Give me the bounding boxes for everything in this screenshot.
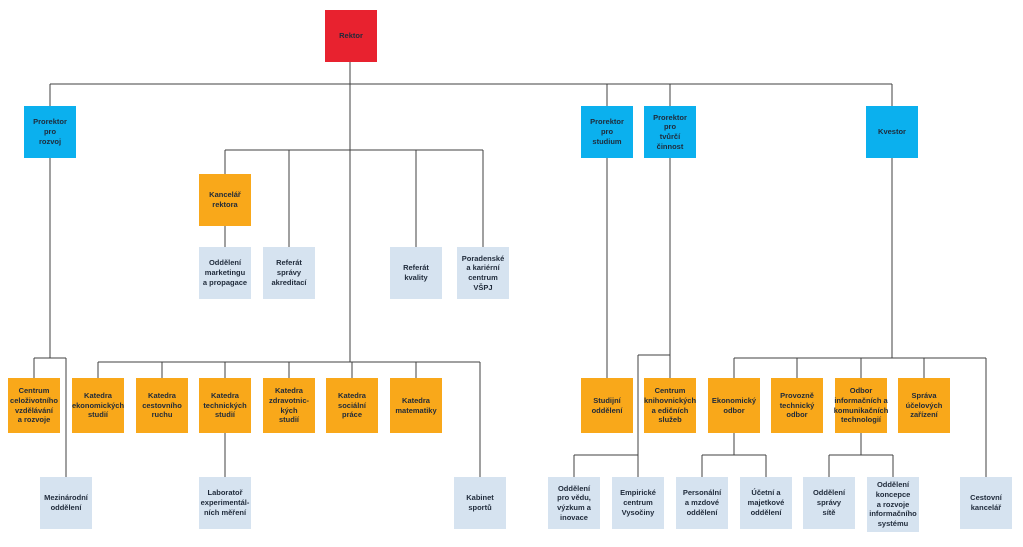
health-studies-department-box: Katedra zdravotnic- kých studií (263, 378, 315, 433)
rector-office-box: Kancelář rektora (199, 174, 251, 226)
prorector-development-box: Prorektor pro rozvoj (24, 106, 76, 158)
social-work-department-box: Katedra sociální práce (326, 378, 378, 433)
career-centre-box: Poradenské a kariérní centrum VŠPJ (457, 247, 509, 299)
is-development-department-box: Oddělení koncepce a rozvoje informačního… (867, 477, 919, 532)
empirical-centre-box: Empirické centrum Vysočiny (612, 477, 664, 529)
economic-office-box: Ekonomický odbor (708, 378, 760, 433)
sports-cabinet-box: Kabinet sportů (454, 477, 506, 529)
marketing-department-box: Oddělení marketingu a propagace (199, 247, 251, 299)
accounting-department-box: Účetní a majetkové oddělení (740, 477, 792, 529)
technical-operations-office-box: Provozně technický odbor (771, 378, 823, 433)
quality-office-box: Referát kvality (390, 247, 442, 299)
prorector-creative-box: Prorektor pro tvůrčí činnost (644, 106, 696, 158)
study-department-box: Studijní oddělení (581, 378, 633, 433)
lifelong-learning-centre-box: Centrum celoživotního vzdělávání a rozvo… (8, 378, 60, 433)
technical-studies-department-box: Katedra technických studií (199, 378, 251, 433)
library-services-centre-box: Centrum knihovnických a edičních služeb (644, 378, 696, 433)
bursar-box: Kvestor (866, 106, 918, 158)
research-department-box: Oddělení pro vědu, výzkum a inovace (548, 477, 600, 529)
tourism-department-box: Katedra cestovního ruchu (136, 378, 188, 433)
hr-payroll-department-box: Personální a mzdové oddělení (676, 477, 728, 529)
laboratory-box: Laboratoř experimentál- ních měření (199, 477, 251, 529)
international-department-box: Mezinárodní oddělení (40, 477, 92, 529)
network-department-box: Oddělení správy sítě (803, 477, 855, 529)
accreditation-office-box: Referát správy akreditací (263, 247, 315, 299)
mathematics-department-box: Katedra matematiky (390, 378, 442, 433)
facilities-management-box: Správa účelových zařízení (898, 378, 950, 433)
rector-box: Rektor (325, 10, 377, 62)
travel-agency-box: Cestovní kancelář (960, 477, 1012, 529)
prorector-study-box: Prorektor pro studium (581, 106, 633, 158)
ict-office-box: Odbor informačních a komunikačních techn… (834, 378, 888, 433)
economic-studies-department-box: Katedra ekonomických studií (72, 378, 124, 433)
